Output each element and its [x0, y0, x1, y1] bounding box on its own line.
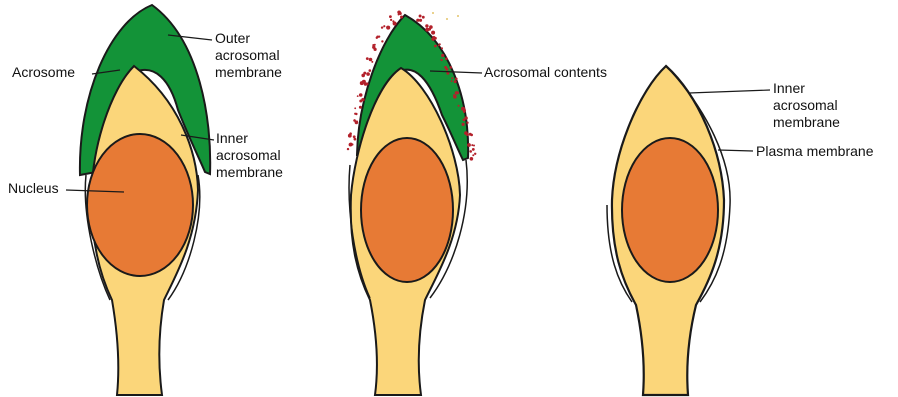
- nucleus: [87, 134, 193, 276]
- vesicle-dot: [366, 82, 369, 85]
- vesicle-dot: [389, 15, 392, 18]
- vesicle-dot: [466, 122, 468, 124]
- vesicle-dot: [381, 26, 383, 28]
- vesicle-dot: [363, 72, 366, 75]
- vesicle-dot: [471, 144, 473, 146]
- vesicle-dot: [472, 154, 474, 156]
- vesicle-dot: [354, 138, 357, 141]
- label-line: Inner: [216, 130, 283, 147]
- label-line: acrosomal: [215, 47, 282, 64]
- vesicle-dot: [431, 31, 435, 35]
- label-line: membrane: [215, 64, 282, 81]
- vesicle-dot: [422, 16, 425, 19]
- vesicle-dot: [425, 24, 428, 27]
- vesicle-dot: [431, 37, 434, 40]
- label-line: Outer: [215, 30, 282, 47]
- vesicle-dot: [366, 72, 370, 76]
- vesicle-dot: [451, 77, 453, 79]
- panel-intact-sperm-head: [66, 5, 214, 395]
- vesicle-dot: [438, 45, 440, 47]
- vesicle-dot: [454, 80, 457, 83]
- vesicle-dot: [347, 148, 349, 150]
- vesicle-dot: [469, 133, 472, 136]
- vesicle-dot: [374, 48, 377, 51]
- label-inner-acrosomal-membrane: Inner acrosomal membrane: [216, 130, 283, 181]
- label-acrosome: Acrosome: [12, 64, 75, 81]
- vesicle-dot: [357, 95, 359, 97]
- vesicle-dot: [400, 16, 403, 19]
- label-plasma-membrane: Plasma membrane: [756, 143, 874, 160]
- vesicle-dot: [359, 93, 363, 97]
- vesicle-dot: [446, 18, 448, 20]
- label-inner-acrosomal-membrane: Inner acrosomal membrane: [773, 80, 840, 131]
- nucleus: [622, 138, 718, 282]
- vesicle-dot: [429, 25, 433, 29]
- vesicle-dot: [366, 57, 369, 60]
- vesicle-dot: [348, 134, 352, 138]
- vesicle-dot: [432, 12, 434, 14]
- label-outer-acrosomal-membrane: Outer acrosomal membrane: [215, 30, 282, 81]
- label-acrosomal-contents: Acrosomal contents: [484, 64, 607, 81]
- vesicle-dot: [371, 61, 373, 63]
- label-line: membrane: [773, 114, 840, 131]
- vesicle-dot: [474, 153, 476, 155]
- vesicle-dot: [386, 26, 389, 29]
- vesicle-dot: [362, 80, 366, 84]
- vesicle-dot: [349, 143, 352, 146]
- vesicle-dot: [369, 69, 372, 72]
- nucleus: [361, 138, 453, 282]
- vesicle-dot: [376, 37, 378, 39]
- vesicle-dot: [458, 105, 460, 107]
- panel-acrosome-reacting-sperm-head: [347, 11, 482, 396]
- vesicle-dot: [467, 143, 471, 147]
- vesicle-dot: [440, 59, 442, 61]
- vesicle-dot: [393, 22, 397, 26]
- vesicle-dot: [374, 44, 376, 46]
- label-line: membrane: [216, 164, 283, 181]
- vesicle-dot: [445, 68, 448, 71]
- vesicle-dot: [354, 107, 356, 109]
- vesicle-dot: [456, 91, 459, 94]
- vesicle-dot: [450, 66, 453, 69]
- vesicle-dot: [359, 106, 362, 109]
- vesicle-dot: [464, 131, 468, 135]
- vesicle-dot: [462, 123, 465, 126]
- vesicle-dot: [455, 78, 458, 81]
- vesicle-dot: [397, 11, 401, 15]
- vesicle-dot: [464, 116, 467, 119]
- vesicle-dot: [419, 15, 422, 18]
- vesicle-dot: [473, 145, 475, 147]
- label-line: acrosomal: [773, 97, 840, 114]
- leader-line-plasma-membrane: [718, 150, 753, 151]
- vesicle-dot: [453, 94, 455, 96]
- vesicle-dot: [445, 58, 448, 61]
- panel-acrosome-reacted-sperm-head: [607, 66, 770, 395]
- label-line: Inner: [773, 80, 840, 97]
- vesicle-dot: [470, 157, 474, 161]
- vesicle-dot: [381, 40, 383, 42]
- vesicle-dot: [354, 113, 356, 115]
- vesicle-dot: [361, 98, 364, 101]
- label-nucleus: Nucleus: [8, 180, 59, 197]
- vesicle-dot: [469, 150, 472, 153]
- vesicle-dot: [461, 107, 465, 111]
- vesicle-dot: [451, 80, 453, 82]
- vesicle-dot: [441, 47, 443, 49]
- vesicle-dot: [390, 19, 392, 21]
- vesicle-dot: [472, 148, 475, 151]
- vesicle-dot: [383, 25, 385, 27]
- vesicle-dot: [370, 58, 372, 60]
- vesicle-dot: [434, 45, 437, 48]
- vesicle-dot: [419, 19, 422, 22]
- vesicle-dot: [457, 15, 459, 17]
- vesicle-dot: [356, 120, 358, 122]
- leader-line-inner-membrane: [689, 90, 770, 93]
- label-line: acrosomal: [216, 147, 283, 164]
- vesicle-dot: [441, 54, 444, 57]
